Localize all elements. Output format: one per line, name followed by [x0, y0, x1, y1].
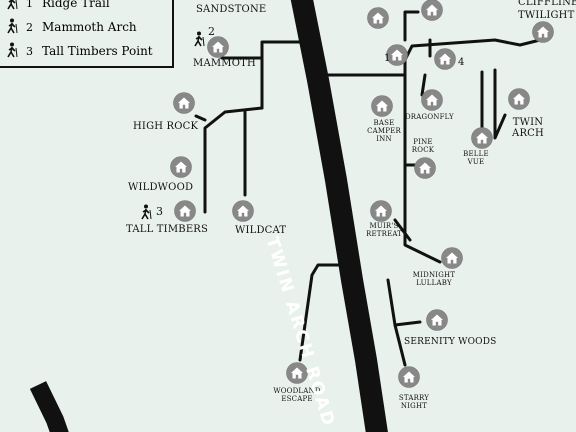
label-twin-arch: TWIN ARCH — [510, 117, 546, 139]
label-midnight-lullaby: MIDNIGHT LULLABY — [412, 271, 456, 287]
cabin-icon — [370, 200, 392, 222]
label-wildwood: WILDWOOD — [128, 182, 194, 193]
cabin-icon — [173, 92, 195, 114]
secondary-road — [29, 381, 69, 432]
legend-num-2: 2 — [26, 21, 33, 34]
path-mammoth — [220, 40, 314, 60]
hiker-icon — [141, 204, 152, 220]
label-dragonfly: DRAGONFLY — [405, 113, 454, 121]
legend-label-mammoth-arch: Mammoth Arch — [42, 20, 137, 34]
legend-num-1: 1 — [26, 0, 33, 10]
label-muirs-retreat-line2: RETREAT — [366, 230, 403, 238]
label-high-rock: HIGH ROCK — [133, 121, 199, 132]
label-sandstone: SANDSTONE — [196, 4, 267, 15]
label-starry-night: STARRY NIGHT — [396, 394, 432, 410]
path-high-rock — [203, 106, 264, 214]
path-dragonfly — [420, 73, 427, 97]
label-wildcat: WILDCAT — [235, 225, 287, 236]
cabin-icon — [532, 21, 554, 43]
label-base-camper-inn: BASE CAMPER INN — [366, 119, 402, 143]
cabin-icon — [170, 156, 192, 178]
label-midnight-lullaby-line2: LULLABY — [416, 279, 452, 287]
legend: 1 Ridge Trail 2 Mammoth Arch 3 Tall Timb… — [0, 0, 174, 68]
cabin-icon — [441, 247, 463, 269]
label-mammoth: MAMMOTH — [193, 58, 256, 69]
legend-num-3: 3 — [26, 45, 33, 58]
cabin-icon — [286, 362, 308, 384]
label-twilight: TWILIGHT — [518, 10, 575, 21]
legend-label-tall-timbers-point: Tall Timbers Point — [42, 44, 153, 58]
label-pine-rock-line2: ROCK — [411, 146, 435, 154]
label-pine-rock: PINE ROCK — [410, 138, 436, 154]
cabin-icon — [421, 89, 443, 111]
label-twin-arch-line2: ARCH — [512, 128, 544, 139]
marker-4: 4 — [458, 57, 465, 68]
path-starry — [393, 323, 407, 367]
marker-2: 2 — [208, 25, 216, 38]
cabin-icon — [414, 157, 436, 179]
legend-label-ridge-trail: Ridge Trail — [42, 0, 110, 10]
label-serenity-woods: SERENITY WOODS — [404, 337, 497, 347]
hiker-icon — [194, 31, 205, 47]
cabin-icon — [207, 36, 229, 58]
label-belle-vue: BELLE VUE — [463, 150, 489, 166]
label-woodland-escape-line2: ESCAPE — [281, 395, 313, 403]
cabin-icon — [434, 48, 456, 70]
cabin-icon — [371, 95, 393, 117]
label-muirs-retreat: MUIR'S RETREAT — [366, 222, 402, 238]
cabin-icon — [367, 7, 389, 29]
label-base-camper-inn-line2: CAMPER — [367, 127, 401, 135]
path-top-houses — [403, 10, 420, 42]
path-twin-arch — [493, 68, 507, 140]
label-belle-vue-line1: BELLE — [463, 150, 489, 158]
path-woodland — [298, 263, 354, 362]
label-tall-timbers: TALL TIMBERS — [126, 224, 209, 235]
hiker-icon — [7, 0, 18, 10]
label-belle-vue-line2: VUE — [467, 158, 485, 166]
label-starry-night-line1: STARRY — [398, 394, 430, 402]
cabin-icon — [386, 44, 408, 66]
path-east-spine — [403, 73, 442, 264]
path-high-rock-spur — [194, 114, 207, 122]
cabin-icon — [398, 366, 420, 388]
cabin-icon — [421, 0, 443, 21]
label-starry-night-line2: NIGHT — [400, 402, 428, 410]
label-cliffline: CLIFFLINE — [518, 0, 576, 8]
hiker-icon — [7, 42, 18, 58]
twin-arch-road — [290, 0, 388, 432]
label-twin-arch-line1: TWIN — [512, 117, 544, 128]
cabin-icon — [508, 88, 530, 110]
cabin-icon — [471, 127, 493, 149]
label-midnight-lullaby-line1: MIDNIGHT — [412, 271, 456, 279]
label-base-camper-inn-line1: BASE — [373, 119, 395, 127]
hiker-icon — [7, 18, 18, 34]
path-muirs — [393, 218, 412, 242]
label-pine-rock-line1: PINE — [413, 138, 433, 146]
cabin-icon — [426, 309, 448, 331]
label-base-camper-inn-line3: INN — [376, 135, 392, 143]
label-woodland-escape: WOODLAND ESCAPE — [270, 387, 324, 403]
marker-1: 1 — [384, 53, 391, 64]
cabin-icon — [174, 200, 196, 222]
cabin-icon — [232, 200, 254, 222]
label-woodland-escape-line1: WOODLAND — [273, 387, 321, 395]
marker-3: 3 — [156, 205, 164, 218]
label-muirs-retreat-line1: MUIR'S — [369, 222, 399, 230]
